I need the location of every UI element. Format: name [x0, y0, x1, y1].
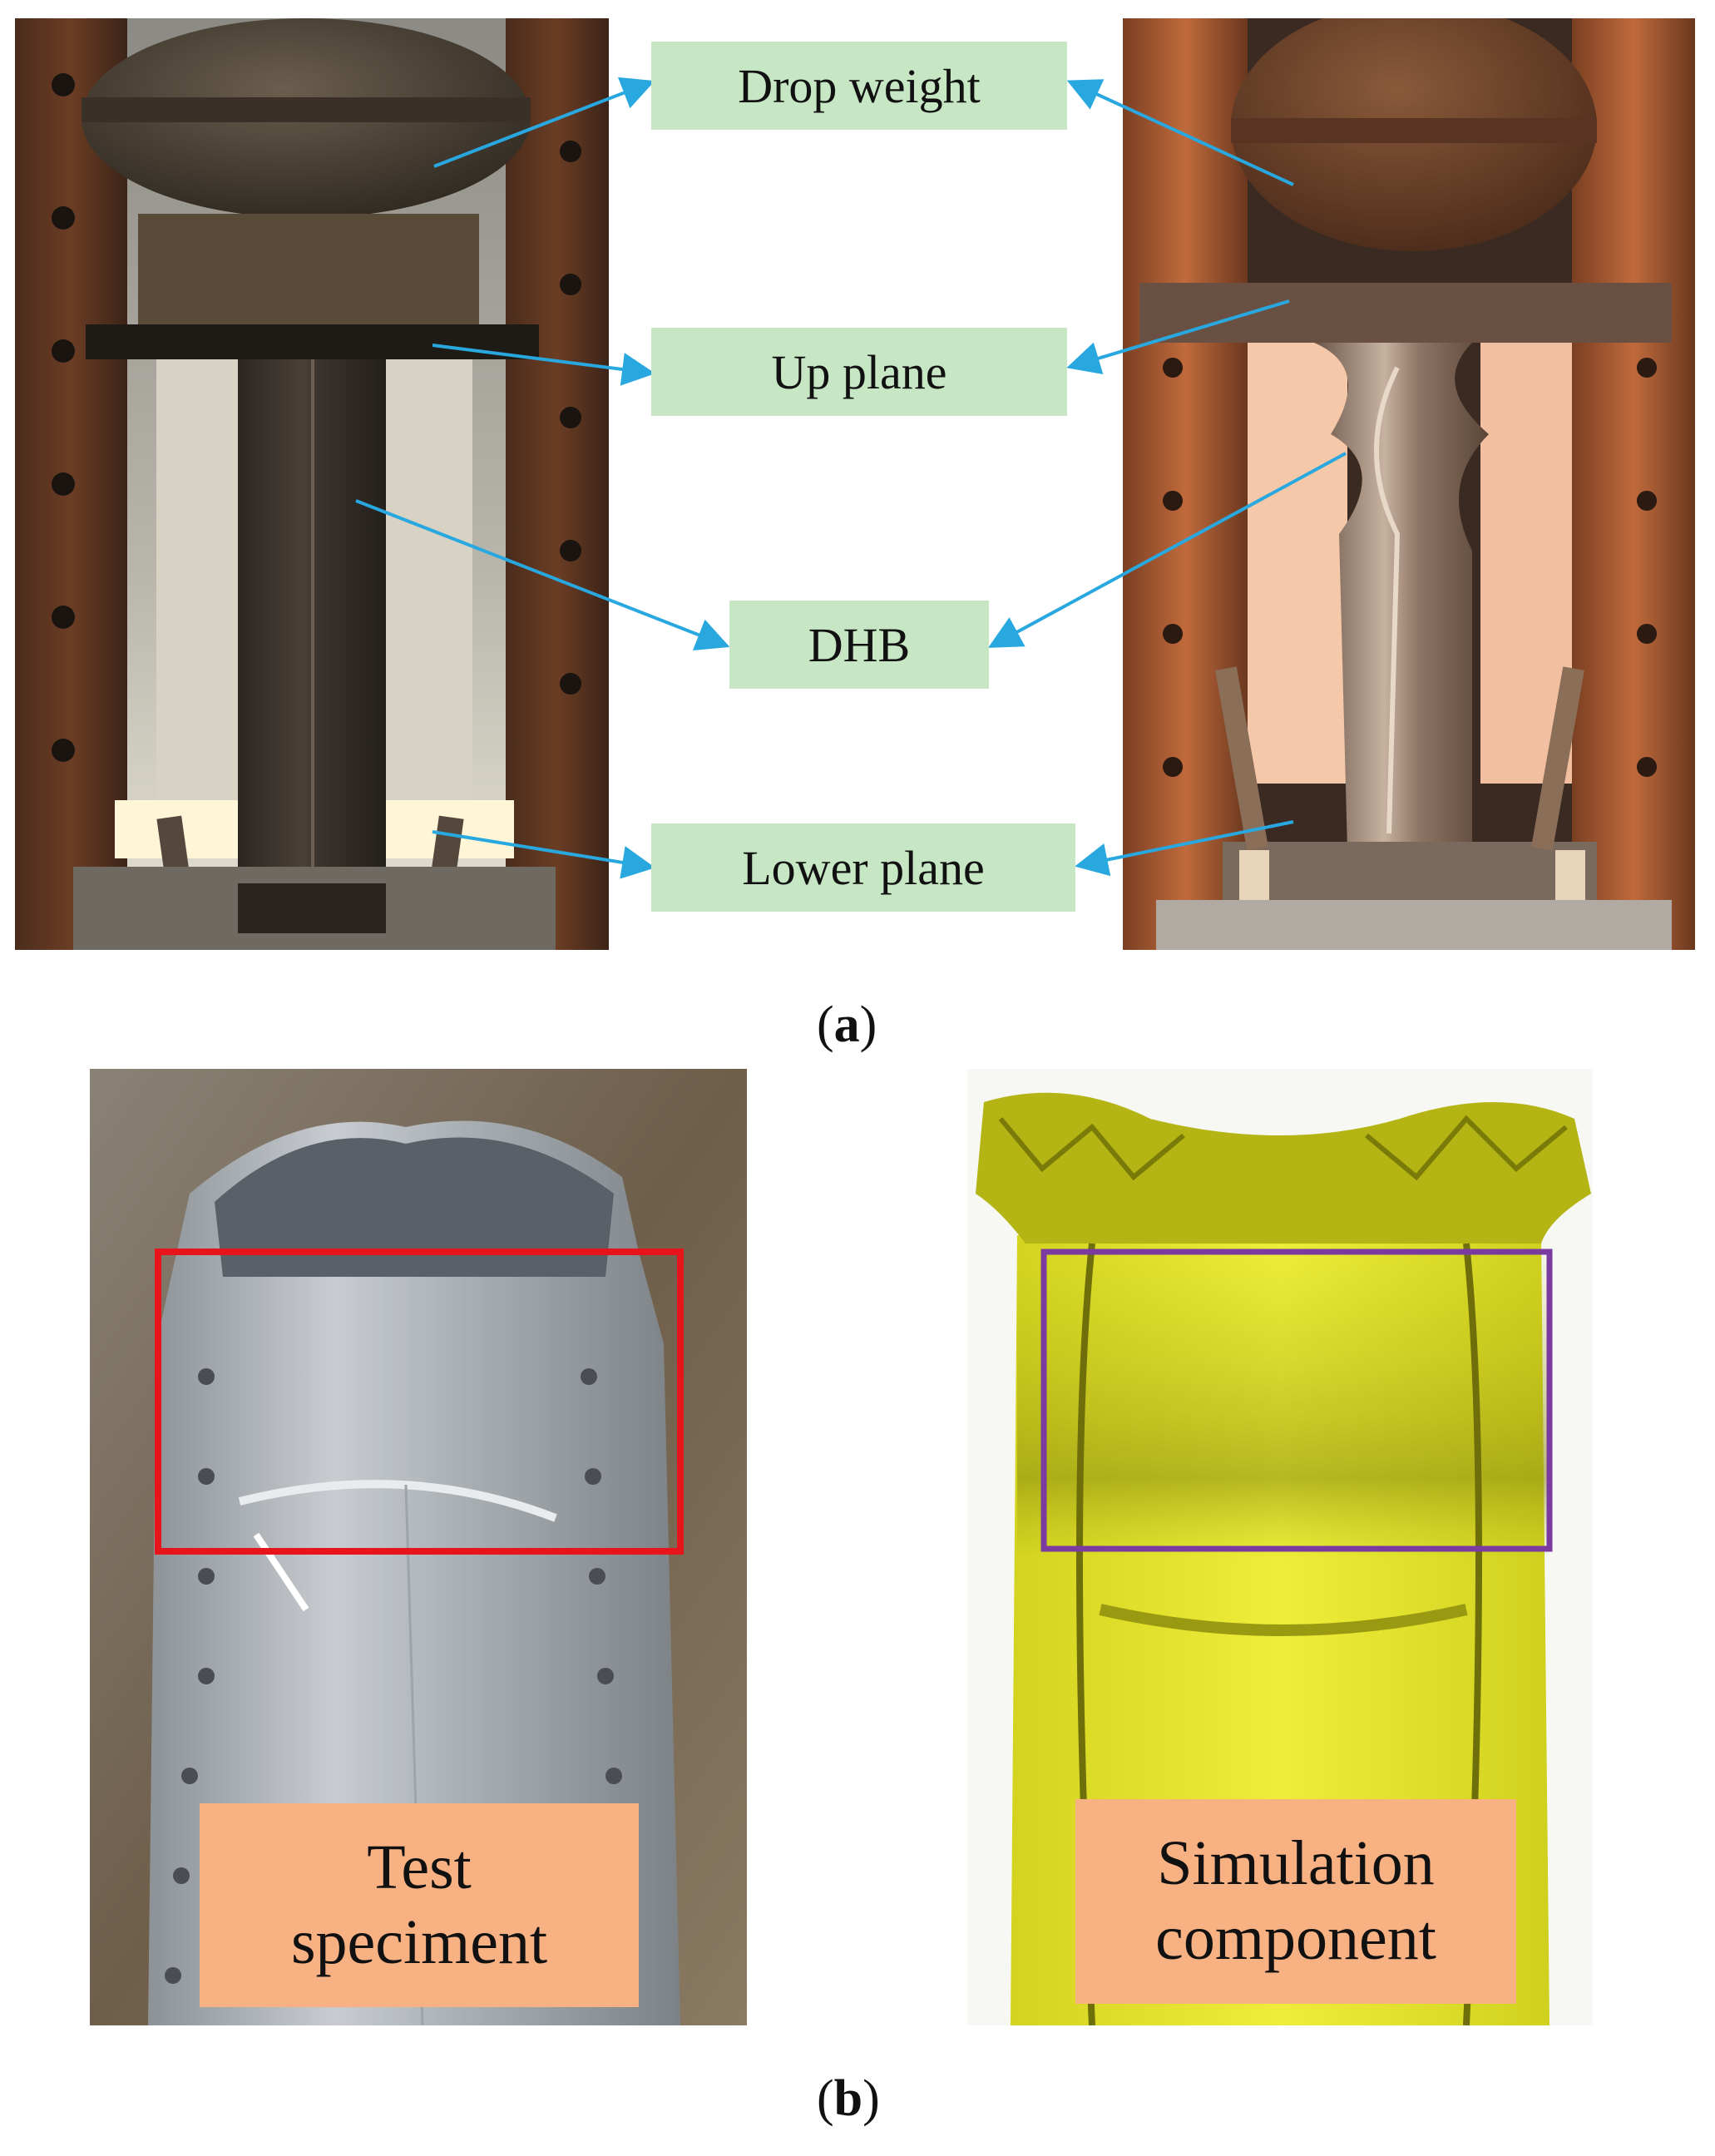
label-test-specimen: Test speciment [200, 1803, 639, 2007]
arrow-lower-plane-right [1075, 820, 1294, 877]
label-up-plane: Up plane [651, 328, 1067, 416]
label-dhb: DHB [729, 601, 989, 689]
arrow-drop-weight-right [1066, 79, 1294, 186]
label-dhb-text: DHB [808, 617, 911, 672]
rig-before-photo [15, 18, 609, 950]
arrow-drop-weight-left [433, 77, 655, 168]
sim-damage-box [1040, 1249, 1553, 1552]
label-test-specimen-line2: speciment [290, 1906, 548, 1977]
arrow-lower-plane-left [432, 830, 655, 879]
caption-b-letter: b [833, 2070, 863, 2127]
label-drop-weight-text: Drop weight [738, 58, 981, 113]
label-simulation-component: Simulation component [1075, 1799, 1516, 2004]
label-lower-plane-text: Lower plane [742, 840, 985, 895]
test-damage-box [155, 1249, 684, 1555]
caption-a-close: ) [859, 996, 877, 1053]
caption-b: (b) [817, 2069, 880, 2129]
arrow-dhb-right [987, 452, 1347, 648]
label-drop-weight: Drop weight [651, 42, 1067, 130]
caption-b-open: ( [817, 2070, 834, 2127]
rig-after-photo [1123, 18, 1695, 950]
caption-b-close: ) [862, 2070, 880, 2127]
arrow-up-plane-left [432, 344, 655, 386]
caption-a-letter: a [833, 996, 860, 1053]
label-test-specimen-line1: Test [367, 1832, 472, 1902]
label-simulation-component-line1: Simulation [1157, 1828, 1435, 1899]
arrow-up-plane-right [1066, 299, 1290, 374]
label-up-plane-text: Up plane [771, 344, 947, 399]
label-lower-plane: Lower plane [651, 823, 1075, 912]
caption-a-open: ( [817, 996, 834, 1053]
label-simulation-component-line2: component [1155, 1903, 1436, 1973]
arrow-dhb-left [355, 499, 730, 650]
caption-a: (a) [817, 996, 877, 1055]
